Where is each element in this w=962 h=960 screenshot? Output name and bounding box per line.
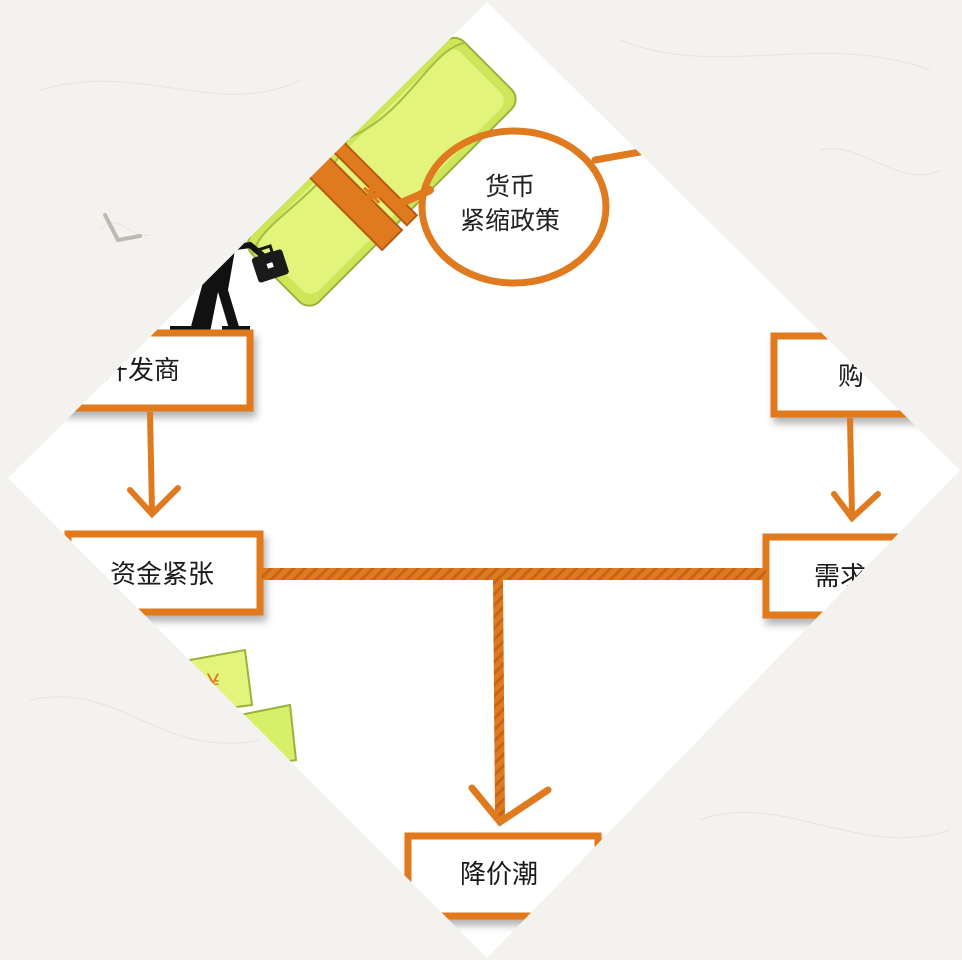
price-drop-label: 降价潮 [460, 860, 539, 890]
policy-label-line2: 紧缩政策 [459, 206, 560, 235]
briefcase-icon [251, 244, 289, 283]
policy-ellipse [418, 127, 610, 287]
policy-label-line1: 货币 [484, 172, 535, 201]
capital-tight-label: 资金紧张 [110, 560, 215, 590]
policy-label: 货币 紧缩政策 [430, 170, 590, 238]
